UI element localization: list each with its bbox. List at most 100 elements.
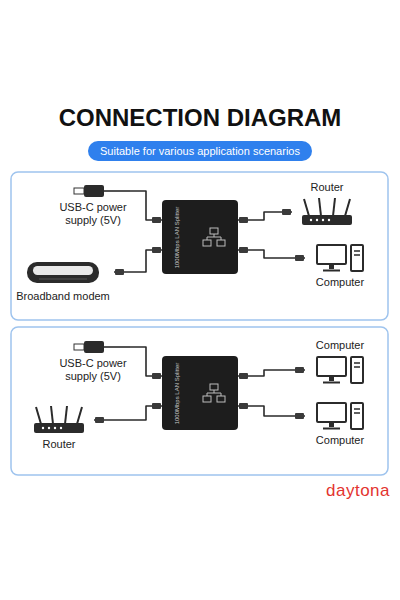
- diagram-title: CONNECTION DIAGRAM: [0, 104, 400, 132]
- computer-icon-part: [354, 408, 360, 410]
- router-icon-part: [304, 199, 309, 216]
- device-label: Computer: [316, 276, 364, 289]
- usb-plug-icon: [56, 184, 130, 198]
- device-label: USB-C power supply (5V): [56, 201, 130, 227]
- rj45-plug: [295, 255, 304, 261]
- computer-icon-part: [329, 376, 334, 381]
- computer-icon-part: [354, 366, 360, 368]
- modem-icon-part: [39, 279, 87, 280]
- lan-symbol-part: [203, 396, 211, 402]
- router-icon-part: [333, 198, 335, 216]
- lan-symbol-part: [221, 393, 222, 396]
- rj45-plug: [115, 269, 124, 275]
- usb-plug-icon-part: [84, 341, 104, 353]
- router-icon-part: [345, 199, 350, 216]
- rj45-plug: [239, 217, 248, 223]
- computer-icon-part: [354, 250, 360, 252]
- usb-plug-icon-part: [104, 190, 130, 192]
- scenario-panel: [11, 172, 388, 320]
- cable: [238, 406, 305, 416]
- lan-symbol-part: [207, 393, 221, 394]
- computer-icon-part: [354, 362, 360, 364]
- computer-icon-part: [354, 254, 360, 256]
- router-device: Router: [24, 402, 94, 454]
- subtitle-text: Suitable for various application scenari…: [100, 145, 300, 157]
- router-device: Router: [292, 178, 362, 230]
- modem-icon-part: [33, 266, 93, 275]
- router-icon-part: [36, 407, 41, 424]
- router-icon-part: [65, 406, 67, 424]
- router-icon-part: [48, 427, 50, 429]
- usb-plug-icon-part: [84, 185, 104, 197]
- power-supply: USB-C power supply (5V): [56, 337, 130, 386]
- cable: [238, 370, 305, 376]
- power-supply: USB-C power supply (5V): [56, 181, 130, 230]
- rj45-plug: [239, 373, 248, 379]
- computer-icon: [315, 355, 365, 385]
- rj45-plug: [152, 403, 161, 409]
- router-icon-part: [302, 215, 352, 225]
- computer-device: Computer: [305, 240, 375, 292]
- scenario-panel: [11, 327, 388, 475]
- router-icon-part: [42, 427, 44, 429]
- usb-plug-icon: [56, 340, 130, 354]
- computer-icon-part: [323, 428, 340, 430]
- lan-symbol-part: [207, 237, 221, 238]
- lan-symbol-part: [207, 237, 208, 240]
- rj45-plug: [152, 247, 161, 253]
- computer-icon: [315, 401, 365, 431]
- computer-icon-part: [329, 422, 334, 427]
- router-icon-part: [54, 427, 56, 429]
- router-icon: [29, 405, 89, 435]
- router-icon-part: [51, 406, 53, 424]
- computer-icon-part: [317, 245, 346, 264]
- computer-icon-part: [323, 382, 340, 384]
- computer-icon-part: [329, 264, 334, 269]
- device-label: Computer: [316, 339, 364, 352]
- device-model-text: 1000Mbps LAN Splitter: [174, 206, 181, 268]
- computer-icon-part: [317, 403, 346, 422]
- usb-plug-icon-part: [104, 346, 130, 348]
- cable: [130, 347, 162, 376]
- cable: [114, 250, 162, 272]
- router-icon-part: [77, 407, 82, 424]
- lan-splitter: 1000Mbps LAN Splitter: [162, 356, 238, 430]
- router-icon-part: [328, 219, 330, 221]
- rj45-plug: [295, 367, 304, 373]
- router-icon-part: [60, 427, 62, 429]
- device-label: Router: [42, 438, 75, 451]
- modem-icon-part: [27, 262, 99, 283]
- computer-icon: [315, 243, 365, 273]
- device-label: USB-C power supply (5V): [56, 357, 130, 383]
- computer-icon-part: [323, 270, 340, 272]
- lan-symbol-part: [217, 396, 225, 402]
- router-icon: [297, 197, 357, 227]
- router-icon-part: [322, 219, 324, 221]
- lan-symbol-part: [203, 240, 211, 246]
- rj45-plug: [95, 417, 104, 423]
- device-model-text: 1000Mbps LAN Splitter: [174, 362, 181, 424]
- computer-device: Computer: [305, 336, 375, 388]
- lan-symbol: [202, 227, 226, 247]
- device-label: Router: [310, 181, 343, 194]
- cable: [238, 250, 305, 258]
- rj45-plug: [239, 247, 248, 253]
- rj45-plug: [282, 209, 291, 215]
- rj45-plug: [295, 413, 304, 419]
- lan-splitter: 1000Mbps LAN Splitter: [162, 200, 238, 274]
- computer-device: Computer: [305, 398, 375, 450]
- computer-icon-part: [351, 403, 363, 429]
- brand-logo: daytona: [326, 481, 390, 501]
- lan-symbol-part: [210, 228, 218, 234]
- cable: [94, 406, 162, 420]
- lan-symbol-part: [210, 384, 218, 390]
- lan-symbol: [202, 383, 226, 403]
- device-label: Broadband modem: [16, 290, 110, 303]
- subtitle-pill: Suitable for various application scenari…: [88, 141, 312, 161]
- device-label: Computer: [316, 434, 364, 447]
- router-icon-part: [319, 198, 321, 216]
- computer-icon-part: [317, 357, 346, 376]
- router-icon-part: [34, 423, 84, 433]
- modem-device: Broadband modem: [12, 254, 114, 306]
